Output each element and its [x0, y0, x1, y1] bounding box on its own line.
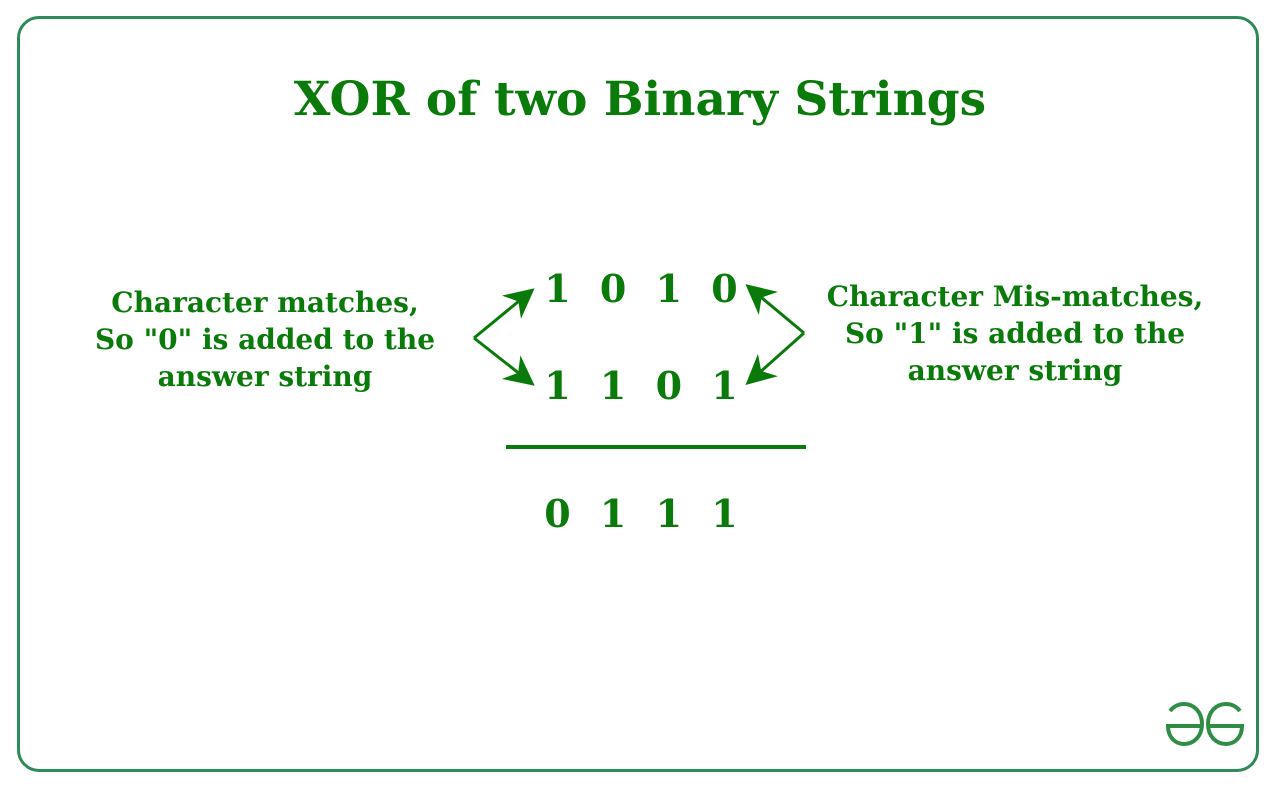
- bit: 1: [711, 363, 738, 408]
- bit: 0: [599, 266, 627, 311]
- bit: 0: [655, 363, 683, 408]
- arrow-to-second-bit: [473, 336, 535, 386]
- second-binary-string: 1 1 0 1: [530, 363, 752, 408]
- right-annotation-line: Character Mis-matches,: [826, 280, 1204, 313]
- diagram-title: XOR of two Binary Strings: [293, 72, 987, 127]
- bit: 1: [655, 491, 683, 536]
- bit: 1: [544, 266, 571, 311]
- right-annotation: Character Mis-matches, So "1" is added t…: [800, 278, 1230, 389]
- bit: 1: [711, 491, 738, 536]
- bit: 0: [711, 266, 738, 311]
- first-binary-string: 1 0 1 0: [530, 266, 752, 311]
- bit: 0: [544, 491, 571, 536]
- arrow-to-second-bit: [745, 331, 805, 385]
- bit: 1: [599, 491, 627, 536]
- bit: 1: [544, 363, 571, 408]
- left-annotation: Character matches, So "0" is added to th…: [60, 284, 470, 395]
- geeksforgeeks-logo-icon: [1165, 701, 1245, 747]
- right-annotation-line: answer string: [907, 354, 1123, 387]
- arrow-to-first-bit: [745, 284, 805, 335]
- left-annotation-line: Character matches,: [111, 286, 419, 319]
- right-annotation-line: So "1" is added to the: [844, 317, 1186, 350]
- left-arrow-pair: [473, 288, 535, 386]
- bit: 1: [655, 266, 683, 311]
- left-annotation-line: So "0" is added to the: [94, 323, 436, 356]
- diagram-card: [17, 16, 1259, 772]
- arrow-to-first-bit: [473, 288, 535, 340]
- right-arrow-pair: [745, 284, 805, 385]
- xor-result-string: 0 1 1 1: [530, 491, 752, 536]
- left-annotation-line: answer string: [157, 360, 373, 393]
- bit: 1: [599, 363, 627, 408]
